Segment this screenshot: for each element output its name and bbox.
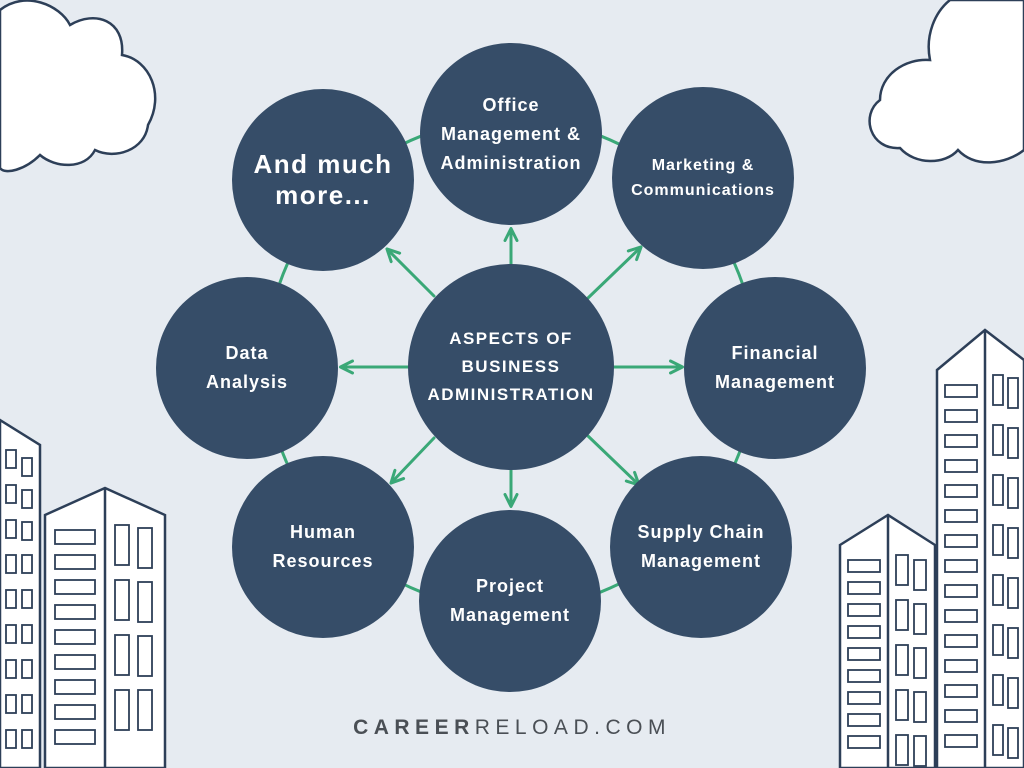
- node-supply-chain-label: Supply Chain Management: [637, 522, 765, 571]
- node-human-resources: Human Resources: [232, 456, 414, 638]
- arrows: [339, 227, 684, 508]
- node-marketing: Marketing & Communications: [612, 87, 794, 269]
- node-much-more-label: And much more...: [253, 149, 393, 210]
- footer-brand-bold: CAREER: [353, 716, 475, 739]
- center-label: ASPECTS OF BUSINESS ADMINISTRATION: [411, 267, 611, 467]
- node-project: Project Management: [419, 510, 601, 692]
- node-human-resources-label: Human Resources: [272, 522, 374, 571]
- arrow-down-right: [586, 434, 641, 487]
- node-financial-label: Financial Management: [714, 343, 836, 392]
- node-data-analysis: Data Analysis: [156, 277, 338, 459]
- circle-office: [420, 43, 602, 225]
- footer-brand-light: RELOAD.COM: [474, 716, 671, 739]
- building-left-icon: [0, 418, 167, 768]
- arrow-up-left: [385, 247, 436, 298]
- circle-marketing: [612, 87, 794, 269]
- center-label-text: ASPECTS OF BUSINESS ADMINISTRATION: [427, 329, 595, 404]
- circle-supply-chain: [610, 456, 792, 638]
- building-right-icon: [838, 328, 1024, 768]
- circle-project: [419, 510, 601, 692]
- node-financial: Financial Management: [684, 277, 866, 459]
- node-supply-chain: Supply Chain Management: [610, 456, 792, 638]
- circle-data-analysis: [156, 277, 338, 459]
- arrow-up-right: [586, 245, 643, 300]
- node-marketing-label: Marketing & Communications: [631, 157, 775, 199]
- footer-brand: CAREERRELOAD.COM: [0, 716, 1024, 740]
- circle-much-more: [232, 89, 414, 271]
- cloud-right-icon: [868, 0, 1024, 164]
- arrow-down-left: [389, 436, 436, 485]
- node-project-label: Project Management: [449, 576, 571, 625]
- cloud-left-icon: [0, 0, 157, 173]
- node-office: Office Management & Administration: [420, 43, 602, 225]
- circle-financial: [684, 277, 866, 459]
- node-data-analysis-label: Data Analysis: [205, 343, 289, 392]
- circles: [156, 43, 866, 692]
- node-office-label: Office Management & Administration: [440, 94, 582, 173]
- circle-center: [408, 264, 614, 470]
- circle-human-resources: [232, 456, 414, 638]
- node-much-more: And much more...: [232, 89, 414, 271]
